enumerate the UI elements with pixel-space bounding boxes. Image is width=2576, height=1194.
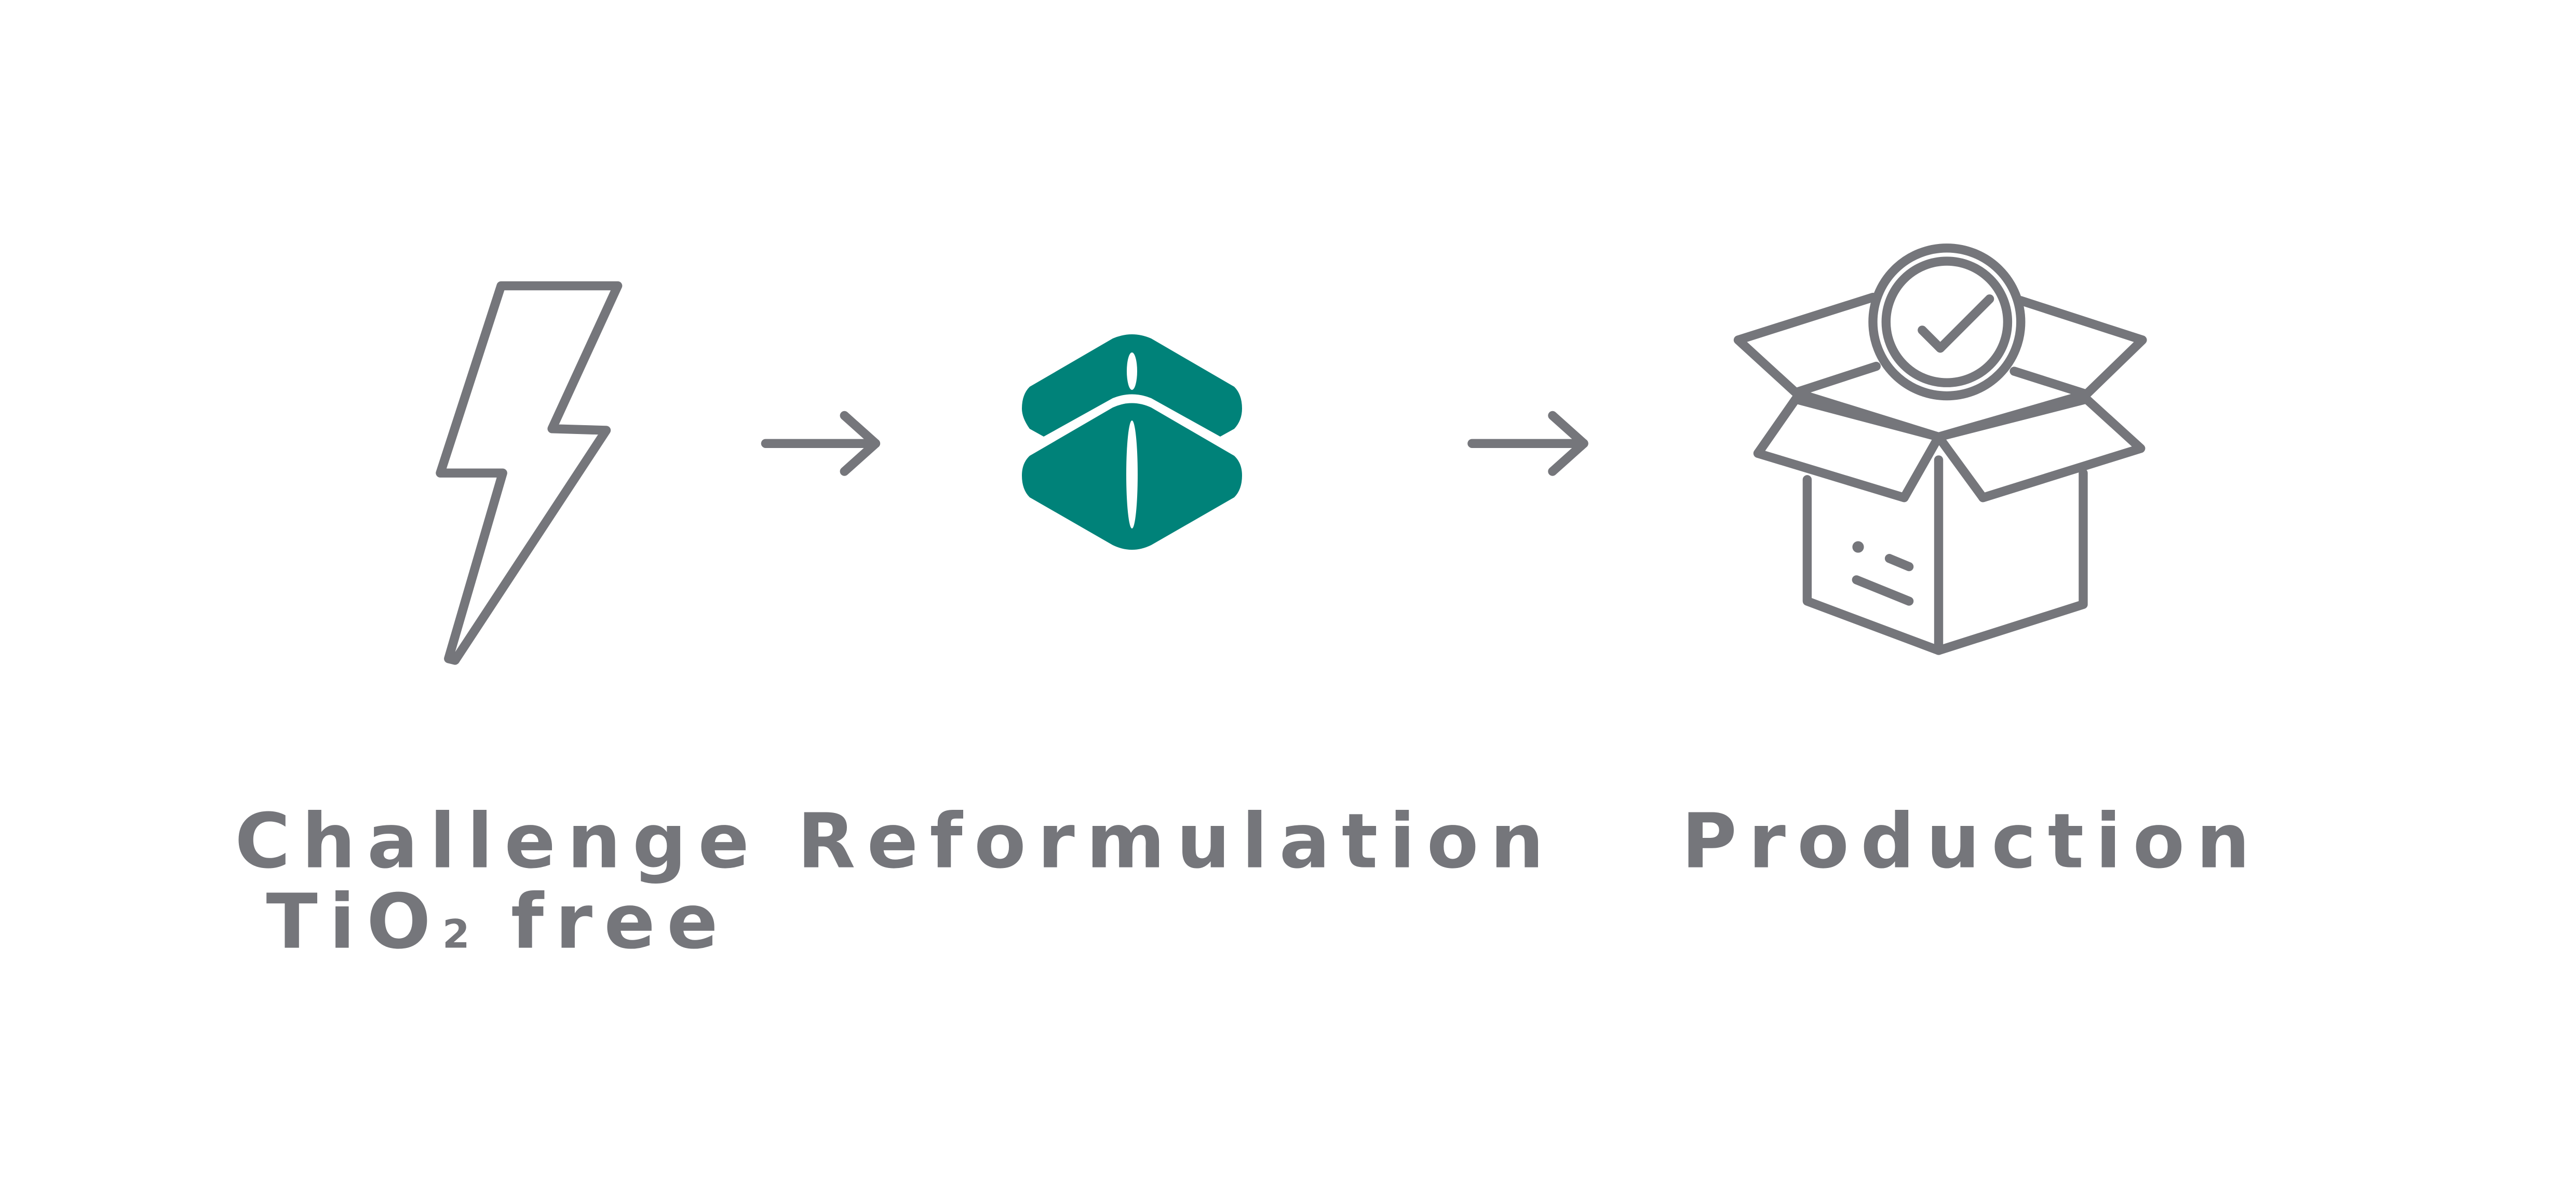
step-label-reformulation: Reformulation: [797, 798, 1555, 886]
arrow-right-icon: [761, 411, 881, 476]
step-label-tio2-free: TiO2 free: [266, 878, 729, 966]
open-box-check-icon: [1733, 243, 2147, 655]
step-label-production: Production: [1681, 798, 2261, 886]
step-label-challenge: Challenge: [235, 798, 761, 886]
lightning-bolt-icon: [436, 281, 623, 665]
tablet-capsule-logo-icon: [1022, 334, 1242, 550]
arrow-right-icon: [1467, 411, 1588, 476]
